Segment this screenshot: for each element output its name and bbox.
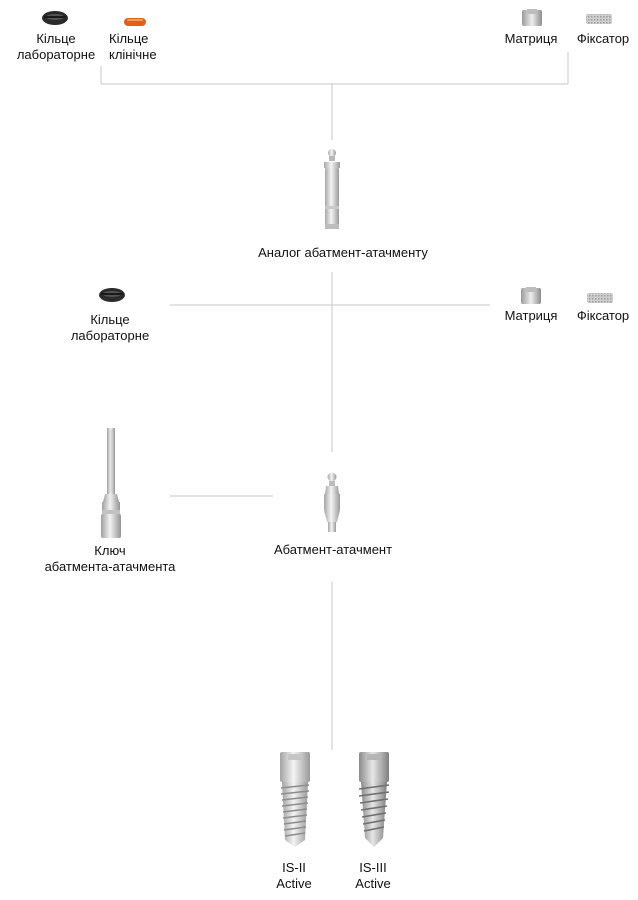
implant-is2-image — [277, 752, 313, 848]
implant-is3-image — [356, 752, 392, 848]
abutment-attachment-image — [320, 472, 344, 534]
fixator-icon — [585, 12, 613, 24]
abutment-key-image — [97, 428, 125, 540]
lab-ring-icon — [41, 10, 69, 26]
abutment-analog-label: Аналог абатмент-атачменту — [258, 245, 428, 260]
matrix-label: Матриця — [504, 308, 558, 323]
clinical-ring-icon — [123, 14, 147, 26]
matrix-icon — [520, 8, 544, 28]
clinical-ring-label: Кільце клінічне — [109, 31, 157, 62]
fixator-label: Фіксатор — [576, 308, 630, 323]
matrix-label: Матриця — [504, 31, 558, 46]
abutment-attachment-label: Абатмент-атачмент — [273, 542, 393, 557]
lab-ring-icon — [98, 287, 126, 303]
abutment-analog-image — [318, 148, 346, 232]
abutment-key-label: Ключ абатмента-атачмента — [44, 543, 176, 574]
implant-is2-label: IS-II Active — [276, 860, 312, 891]
lab-ring-label: Кільце лабораторне — [16, 31, 96, 62]
fixator-label: Фіксатор — [576, 31, 630, 46]
lab-ring-label: Кільце лабораторне — [70, 312, 150, 343]
fixator-icon — [586, 291, 614, 303]
implant-is3-label: IS-III Active — [355, 860, 391, 891]
matrix-icon — [519, 286, 543, 306]
